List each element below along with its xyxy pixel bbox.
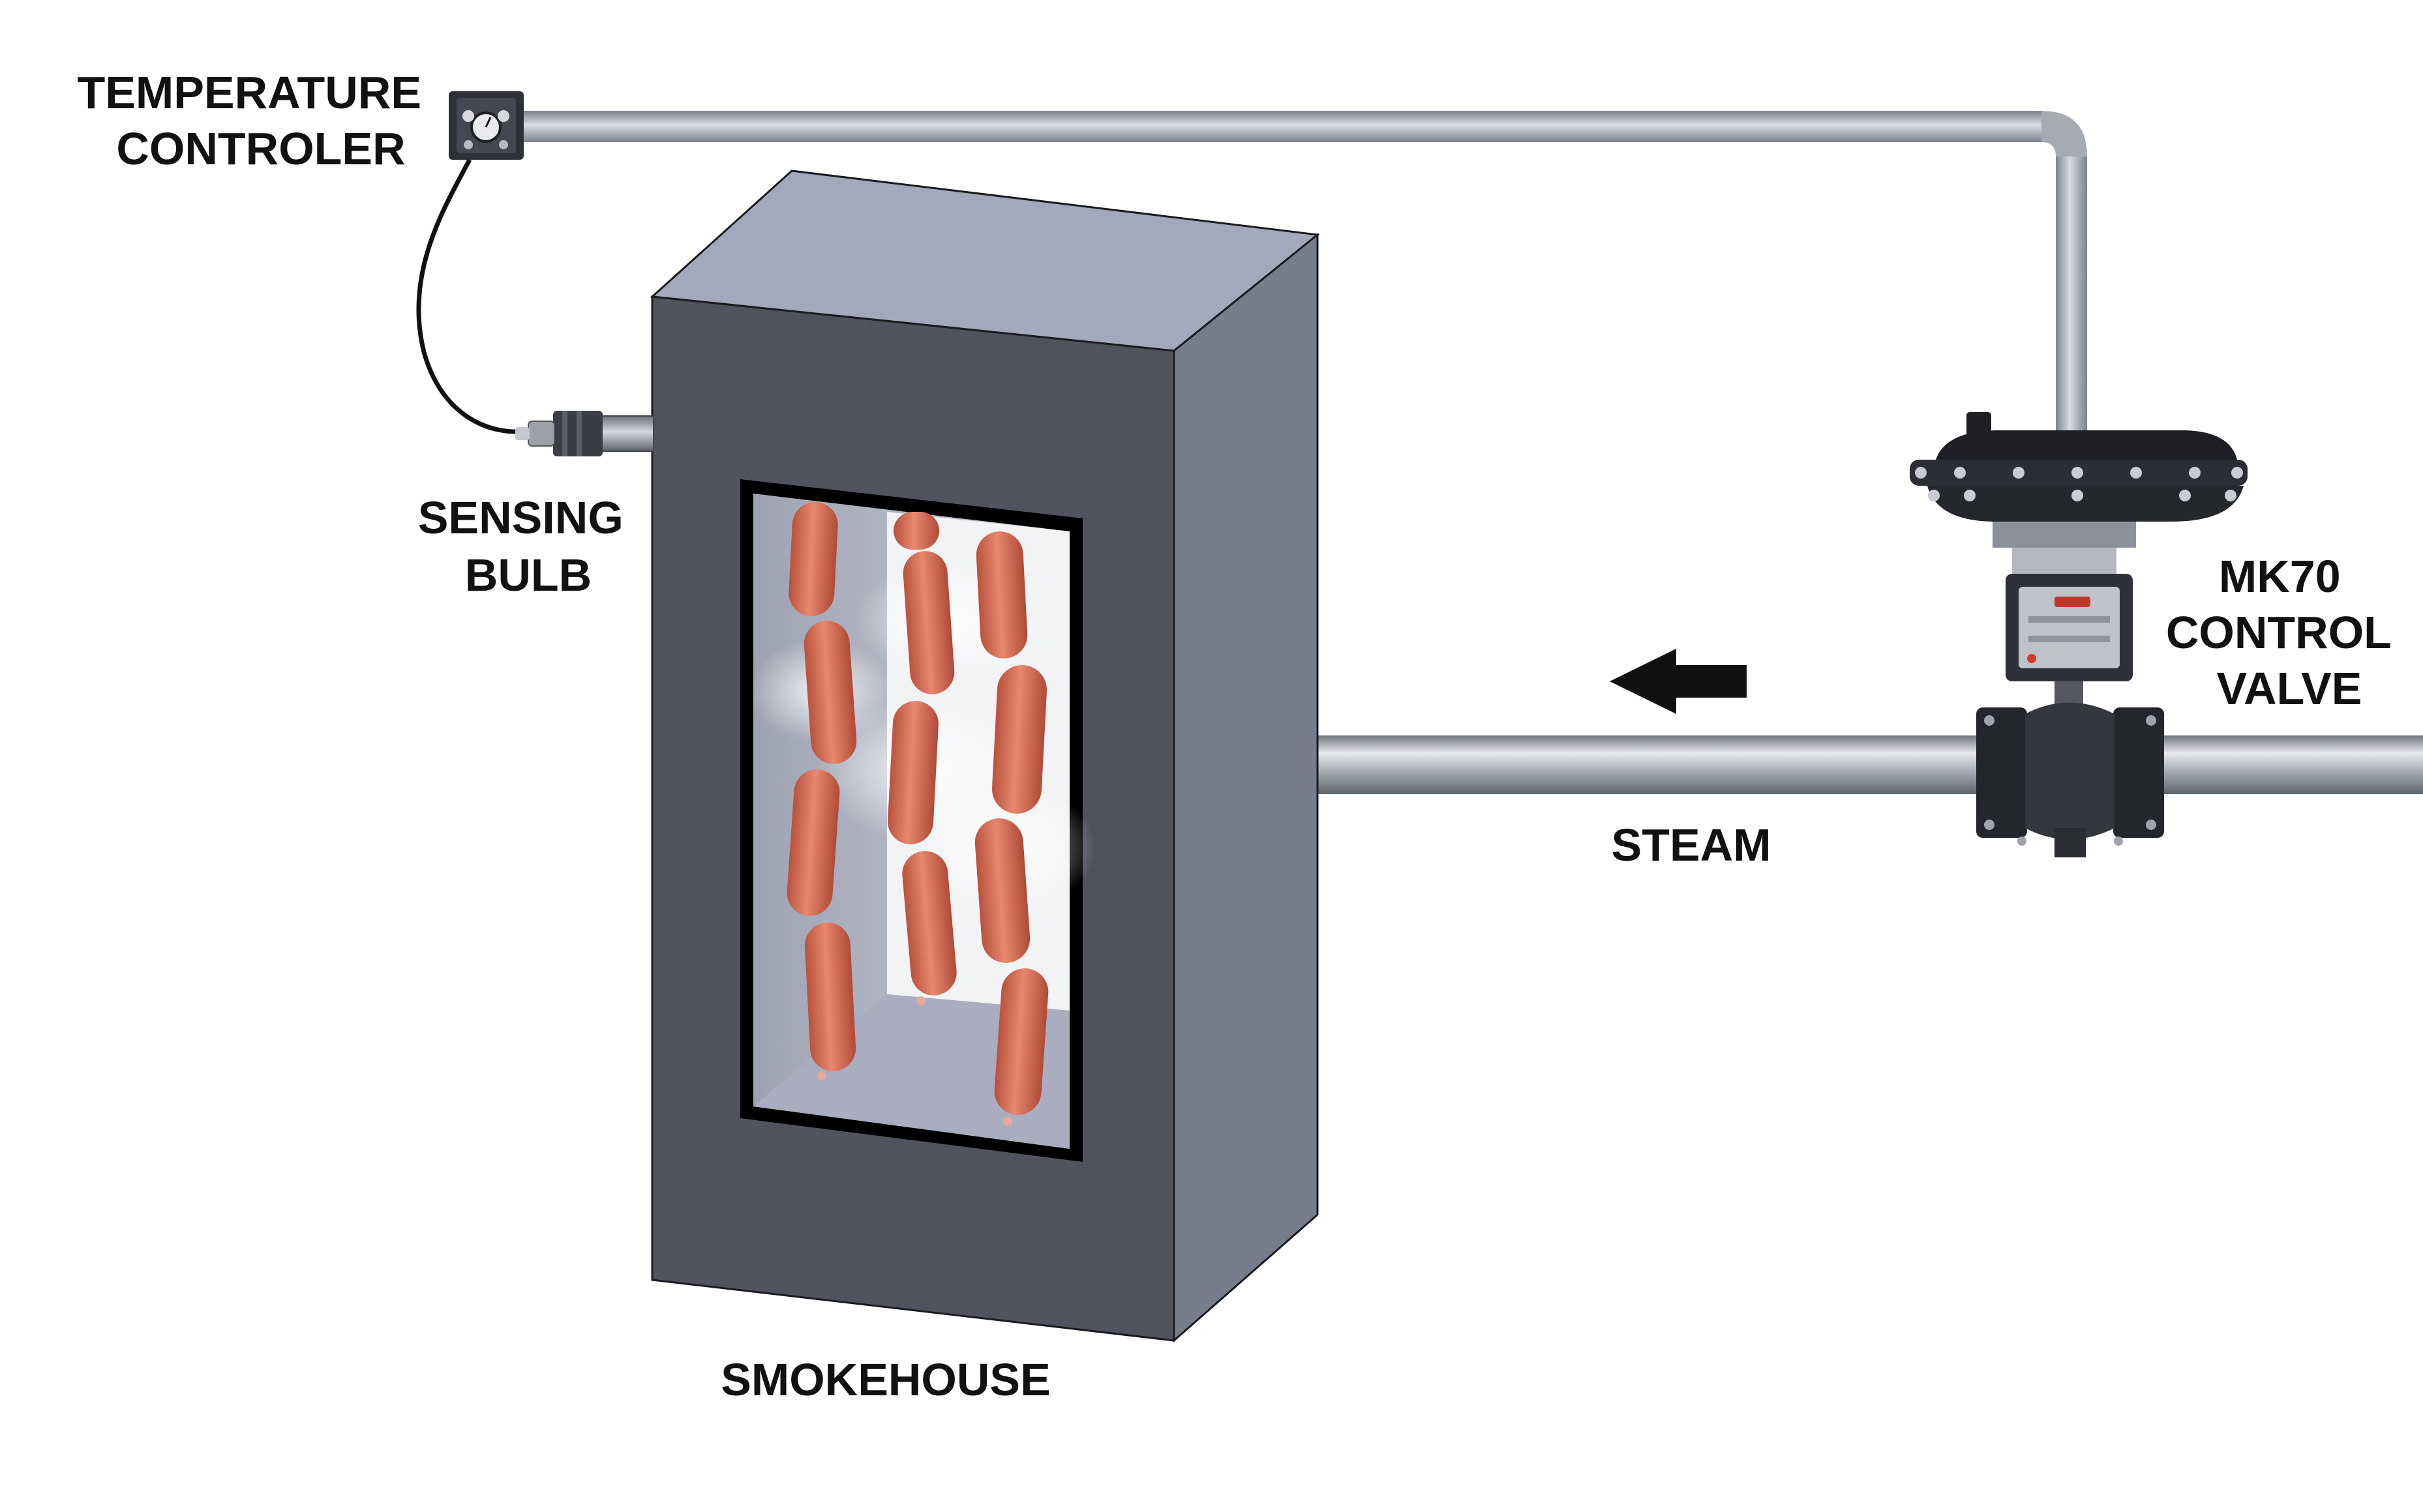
smokehouse	[650, 170, 1320, 1343]
label-mk70-control-valve: MK70 CONTROL VALVE	[2166, 551, 2403, 714]
flange-bolts	[1915, 467, 2243, 501]
sausage-strand-left	[787, 502, 857, 1080]
capillary-wire	[416, 158, 522, 434]
label-smokehouse: SMOKEHOUSE	[721, 1354, 1051, 1405]
temperature-controller	[449, 91, 524, 160]
smokehouse-floor	[753, 994, 1070, 1149]
label-sensing-bulb: SENSING BULB	[418, 492, 637, 600]
sausage-strand-right	[974, 531, 1049, 1126]
sensing-bulb	[515, 411, 654, 456]
mk70-control-valve	[1910, 412, 2248, 857]
flow-arrow-left-icon	[1610, 649, 1747, 714]
smokehouse-side	[1173, 232, 1319, 1343]
steam-pipe	[1226, 724, 2423, 805]
signal-tubing	[522, 111, 2087, 443]
label-temperature-controller: TEMPERATURE CONTROLER	[77, 67, 434, 174]
label-steam: STEAM	[1612, 820, 1771, 870]
sausage-strand-middle	[888, 512, 957, 1005]
